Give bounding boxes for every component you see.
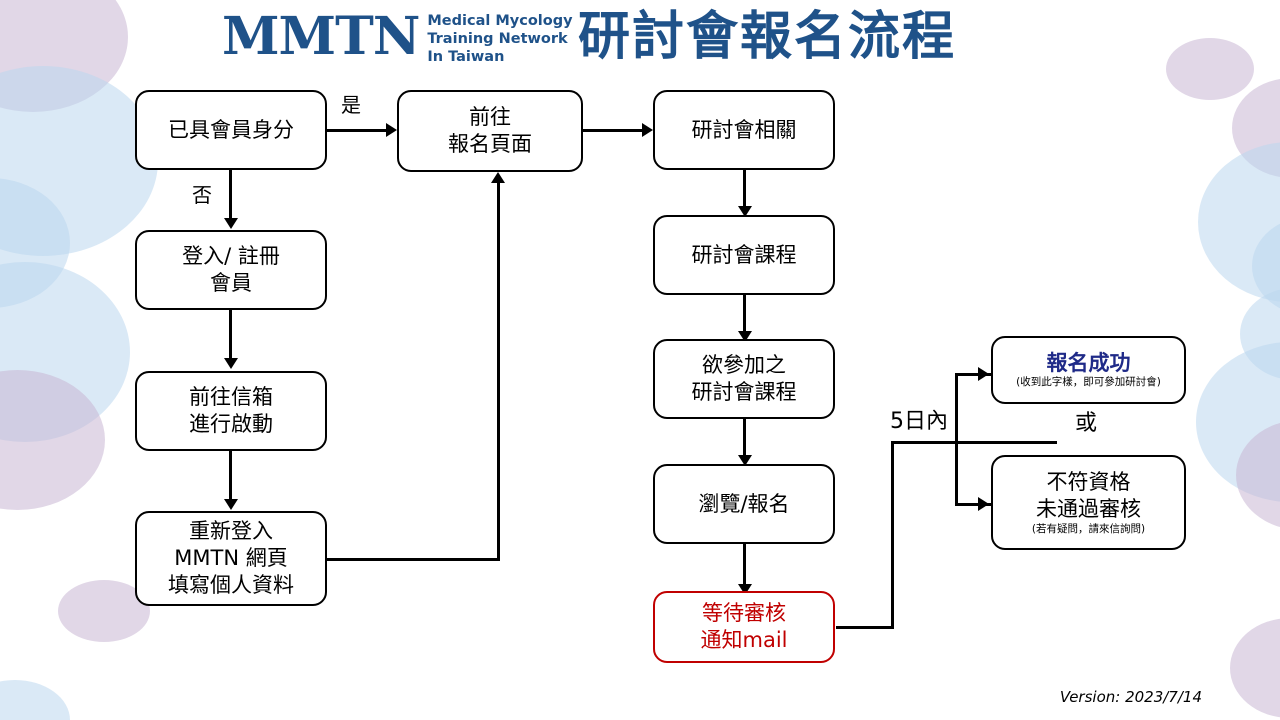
node-login-register-line-1: 登入/ 註冊 bbox=[182, 244, 280, 268]
connector-relogin-up bbox=[497, 182, 500, 560]
edge-label-or: 或 bbox=[1075, 411, 1098, 436]
connector-signup-to-related bbox=[583, 129, 645, 132]
decor-circle bbox=[1252, 216, 1280, 316]
outcome-success-note: (收到此字樣，即可參加研討會) bbox=[1016, 376, 1161, 388]
connector-success-in bbox=[955, 373, 991, 376]
arrowhead-login-to-mailbox bbox=[224, 358, 238, 369]
connector-relogin-right bbox=[327, 558, 500, 561]
arrowhead-member-to-signup bbox=[386, 123, 397, 137]
edge-label-within-five-days: 5日內 bbox=[890, 409, 948, 434]
arrowhead-browse-to-await bbox=[738, 584, 752, 595]
decor-circle bbox=[1232, 78, 1280, 178]
connector-branch-split bbox=[891, 441, 1057, 444]
node-browse-signup-line-1: 瀏覽/報名 bbox=[698, 491, 790, 516]
node-relogin-fill[interactable]: 重新登入 MMTN 網頁 填寫個人資料 bbox=[135, 511, 327, 606]
connector-member-to-login bbox=[229, 170, 232, 220]
arrowhead-relogin-to-signup bbox=[491, 172, 505, 183]
node-relogin-fill-line-2: MMTN 網頁 bbox=[174, 546, 288, 570]
connector-mailbox-to-relogin bbox=[229, 451, 232, 501]
node-browse-signup[interactable]: 瀏覽/報名 bbox=[653, 464, 835, 544]
version-label: Version: 2023/7/14 bbox=[1059, 688, 1202, 706]
arrowhead-desired-to-browse bbox=[738, 455, 752, 466]
decor-circle bbox=[1230, 618, 1280, 718]
connector-await-up bbox=[891, 441, 894, 629]
connector-rejected-in bbox=[955, 503, 991, 506]
node-login-register-line-2: 會員 bbox=[210, 271, 252, 295]
node-login-register[interactable]: 登入/ 註冊 會員 bbox=[135, 230, 327, 310]
connector-branch-to-rejected bbox=[955, 441, 958, 505]
logo-subtitle-line-2: Training Network bbox=[427, 31, 568, 47]
node-seminar-related-line-1: 研討會相關 bbox=[691, 117, 797, 142]
logo-subtitle: Medical Mycology Training Network In Tai… bbox=[427, 8, 572, 66]
connector-login-to-mailbox bbox=[229, 310, 232, 360]
decor-circle bbox=[1236, 420, 1280, 530]
node-await-review[interactable]: 等待審核 通知mail bbox=[653, 591, 835, 663]
node-outcome-rejected[interactable]: 不符資格 未通過審核 (若有疑問，請來信詢問) bbox=[991, 455, 1186, 550]
node-desired-course-line-1: 欲參加之 bbox=[702, 353, 786, 377]
decor-circle bbox=[0, 370, 105, 510]
arrowhead-to-rejected bbox=[978, 497, 989, 511]
edge-label-no: 否 bbox=[192, 183, 212, 207]
node-await-review-line-2: 通知mail bbox=[700, 628, 788, 652]
arrowhead-course-to-desired bbox=[738, 331, 752, 342]
node-goto-signup[interactable]: 前往 報名頁面 bbox=[397, 90, 583, 172]
node-goto-signup-line-2: 報名頁面 bbox=[448, 132, 532, 156]
outcome-rejected-line-1: 不符資格 bbox=[1046, 470, 1131, 494]
connector-branch-to-success bbox=[955, 373, 958, 443]
connector-related-to-course bbox=[743, 170, 746, 208]
node-goto-mailbox-line-2: 進行啟動 bbox=[189, 412, 273, 436]
logo-subtitle-line-3: In Taiwan bbox=[427, 49, 505, 65]
connector-course-to-desired bbox=[743, 295, 746, 333]
decor-circle bbox=[1240, 288, 1280, 380]
node-outcome-success[interactable]: 報名成功 (收到此字樣，即可參加研討會) bbox=[991, 336, 1186, 404]
page-title: 研討會報名流程 bbox=[578, 7, 957, 67]
decor-circle bbox=[0, 178, 70, 308]
logo-wordmark: MMTN bbox=[222, 6, 420, 67]
node-member-status[interactable]: 已具會員身分 bbox=[135, 90, 327, 170]
decor-circle bbox=[1198, 142, 1280, 302]
decor-circle bbox=[0, 262, 130, 442]
mmtn-logo: MMTN Medical Mycology Training Network I… bbox=[222, 8, 573, 66]
connector-browse-to-await bbox=[743, 544, 746, 586]
edge-label-yes: 是 bbox=[341, 93, 361, 117]
arrowhead-signup-to-related bbox=[642, 123, 653, 137]
outcome-success-title: 報名成功 bbox=[1046, 351, 1131, 375]
connector-await-right bbox=[836, 626, 894, 629]
node-goto-mailbox[interactable]: 前往信箱 進行啟動 bbox=[135, 371, 327, 451]
logo-subtitle-line-1: Medical Mycology bbox=[427, 13, 573, 29]
connector-member-to-signup bbox=[327, 129, 387, 132]
node-relogin-fill-line-1: 重新登入 bbox=[189, 519, 273, 543]
node-await-review-line-1: 等待審核 bbox=[702, 601, 786, 625]
node-seminar-related[interactable]: 研討會相關 bbox=[653, 90, 835, 170]
node-relogin-fill-line-3: 填寫個人資料 bbox=[168, 573, 294, 597]
decor-circle bbox=[1196, 342, 1280, 502]
node-seminar-course[interactable]: 研討會課程 bbox=[653, 215, 835, 295]
outcome-rejected-note: (若有疑問，請來信詢問) bbox=[1031, 523, 1146, 535]
node-goto-signup-line-1: 前往 bbox=[469, 105, 511, 129]
arrowhead-related-to-course bbox=[738, 206, 752, 217]
outcome-rejected-line-2: 未通過審核 bbox=[1036, 497, 1141, 521]
decor-circle bbox=[0, 66, 158, 256]
node-seminar-course-line-1: 研討會課程 bbox=[691, 242, 797, 267]
arrowhead-mailbox-to-relogin bbox=[224, 499, 238, 510]
connector-desired-to-browse bbox=[743, 419, 746, 457]
decor-circle bbox=[0, 680, 70, 720]
decor-circle bbox=[0, 0, 128, 112]
decor-circle bbox=[1166, 38, 1254, 100]
node-member-status-line-1: 已具會員身分 bbox=[168, 117, 294, 142]
node-desired-course[interactable]: 欲參加之 研討會課程 bbox=[653, 339, 835, 419]
arrowhead-member-to-login bbox=[224, 218, 238, 229]
node-desired-course-line-2: 研討會課程 bbox=[691, 380, 797, 404]
arrowhead-to-success bbox=[978, 367, 989, 381]
node-goto-mailbox-line-1: 前往信箱 bbox=[189, 385, 273, 409]
